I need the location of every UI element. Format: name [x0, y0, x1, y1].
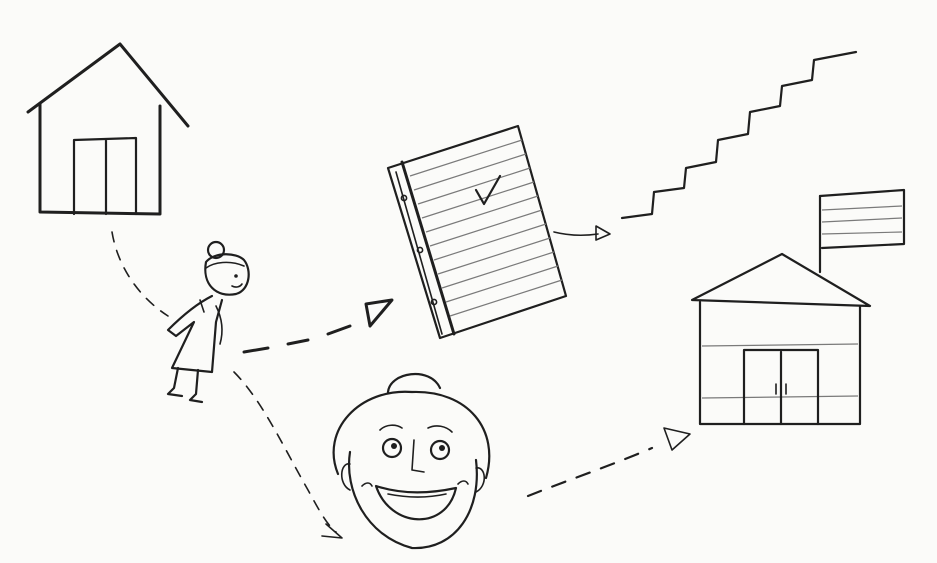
- girl-icon: [168, 242, 249, 402]
- arrow-girl-to-notebook: [244, 300, 392, 352]
- staircase-icon: [622, 52, 856, 218]
- small-house-icon: [28, 44, 188, 214]
- school-building-icon: [692, 190, 904, 424]
- notebook-icon: [388, 126, 566, 338]
- arrow-notebook-to-stairs: [554, 226, 610, 240]
- path-house-to-girl: [112, 232, 168, 316]
- arrow-face-to-school: [528, 428, 690, 496]
- arrow-girl-to-face: [234, 372, 342, 538]
- smiling-face-icon: [334, 374, 490, 548]
